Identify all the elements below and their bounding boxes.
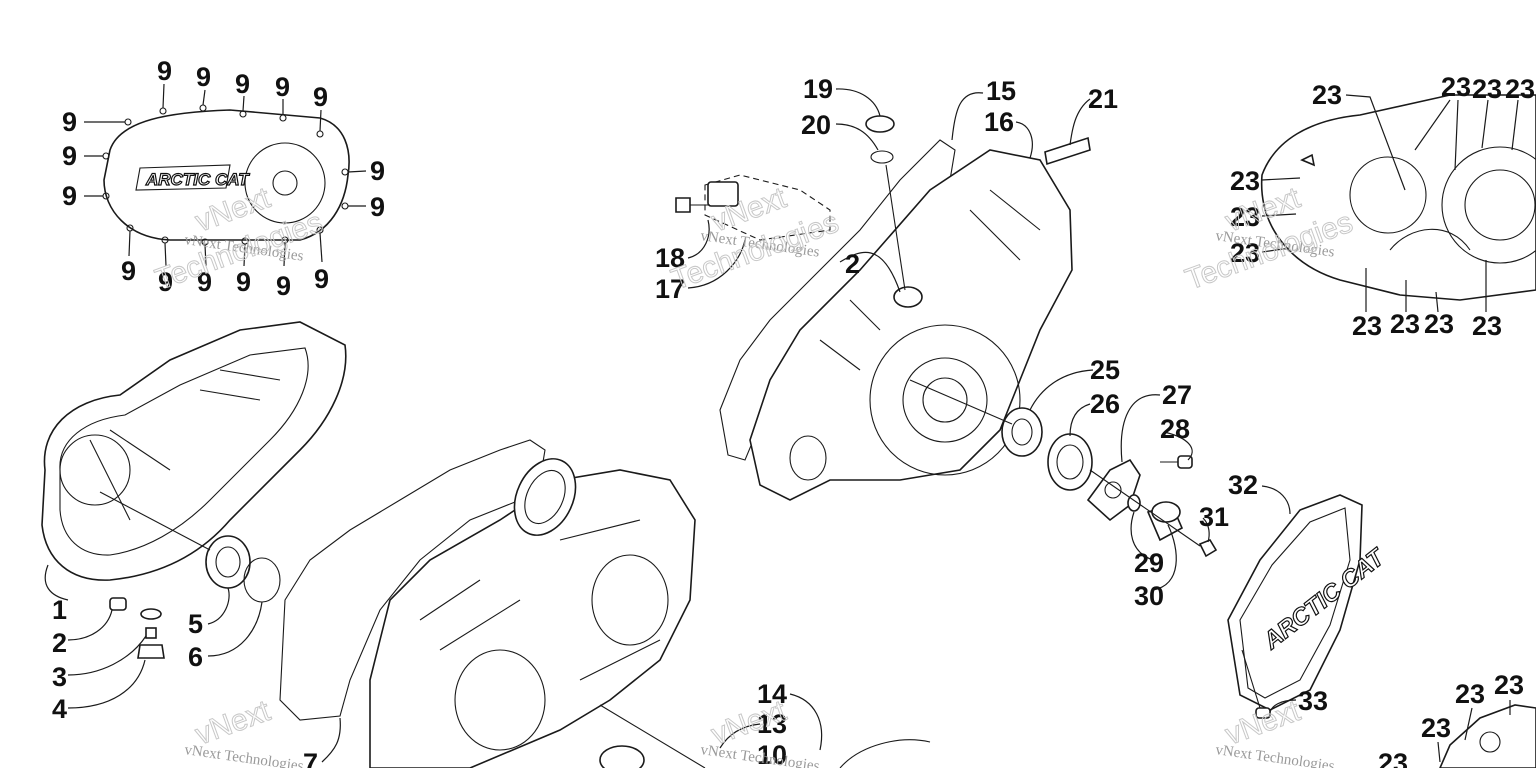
- callout-9: 9: [314, 264, 329, 294]
- callout-33: 33: [1298, 686, 1328, 716]
- callout-23: 23: [1230, 166, 1260, 196]
- leaders-9: [84, 83, 367, 267]
- callout-23: 23: [1421, 713, 1451, 743]
- callout-21: 21: [1088, 84, 1118, 114]
- leaders-23: [1261, 94, 1519, 313]
- callout-23: 23: [1441, 72, 1471, 102]
- bottom-parts: [599, 704, 931, 768]
- callouts-bottom: 14 13 10: [757, 679, 787, 768]
- callout-4: 4: [52, 694, 67, 724]
- callout-5: 5: [188, 609, 203, 639]
- callout-9: 9: [236, 267, 251, 297]
- callouts-23: 23 23 23 23 23 23 23 23 23 23 23: [1230, 72, 1535, 341]
- callout-23: 23: [1378, 748, 1408, 768]
- bearing-5: [205, 535, 251, 589]
- sensor-17-18: [675, 174, 831, 241]
- callout-23: 23: [1230, 202, 1260, 232]
- callout-9: 9: [276, 271, 291, 301]
- callout-9: 9: [62, 107, 77, 137]
- callout-23: 23: [1352, 311, 1382, 341]
- callout-9: 9: [370, 192, 385, 222]
- callout-9: 9: [370, 156, 385, 186]
- callout-23: 23: [1455, 679, 1485, 709]
- callout-26: 26: [1090, 389, 1120, 419]
- callout-14: 14: [757, 679, 787, 709]
- clutch-cover-outer: ARCTIC CAT: [103, 109, 350, 241]
- cover-logo: ARCTIC CAT: [145, 170, 250, 189]
- callout-28: 28: [1160, 414, 1190, 444]
- seal-26: [1047, 433, 1093, 491]
- callout-9: 9: [62, 141, 77, 171]
- callout-29: 29: [1134, 548, 1164, 578]
- callout-18: 18: [655, 243, 685, 273]
- callouts-left: 1 2 3 4 5 6: [52, 595, 203, 724]
- callouts-center: 19 20 15 16 21 18 17 2 25 26 27 28 32 31…: [655, 74, 1328, 716]
- callout-23: 23: [1472, 311, 1502, 341]
- callout-7: 7: [303, 748, 318, 768]
- callout-3: 3: [52, 662, 67, 692]
- callout-9: 9: [121, 256, 136, 286]
- callout-17: 17: [655, 274, 685, 304]
- callout-9: 9: [197, 267, 212, 297]
- callout-19: 19: [803, 74, 833, 104]
- leaders-23-bottom: [1437, 700, 1511, 763]
- callout-32: 32: [1228, 470, 1258, 500]
- leaders-1-6: [44, 564, 263, 709]
- callout-6: 6: [188, 642, 203, 672]
- callout-9: 9: [62, 181, 77, 211]
- nut-31: [1198, 539, 1218, 558]
- crankcase-half: [369, 458, 696, 768]
- callout-23: 23: [1230, 238, 1260, 268]
- callout-23: 23: [1472, 74, 1502, 104]
- callouts-9: 9 9 9 9 9 9 9 9 9 9 9 9 9 9 9 9: [62, 56, 385, 301]
- callout-9: 9: [158, 267, 173, 297]
- watermarks: vNext Technologies vNext Technologies vN…: [151, 181, 1358, 768]
- callout-9: 9: [313, 82, 328, 112]
- callout-1: 1: [52, 595, 67, 625]
- bolt-33: [1241, 649, 1271, 719]
- watermark-large: vNext: [191, 694, 275, 751]
- leader-7: [321, 717, 341, 763]
- callout-31: 31: [1199, 502, 1229, 532]
- callout-9: 9: [275, 72, 290, 102]
- bearing-25: [1001, 407, 1043, 457]
- callout-23: 23: [1312, 80, 1342, 110]
- callout-9: 9: [196, 62, 211, 92]
- callout-20: 20: [801, 110, 831, 140]
- crank-cover-16: [749, 149, 1073, 501]
- leaders-bottom: [719, 693, 823, 751]
- callout-23: 23: [1494, 670, 1524, 700]
- callout-23: 23: [1390, 309, 1420, 339]
- drain-plug-3-4: [137, 608, 165, 659]
- callout-27: 27: [1162, 380, 1192, 410]
- leaders-center: [687, 88, 1297, 713]
- callout-23: 23: [1424, 309, 1454, 339]
- callout-10: 10: [757, 740, 787, 768]
- callout-23: 23: [1505, 74, 1535, 104]
- callout-25: 25: [1090, 355, 1120, 385]
- right-cover: [1260, 94, 1536, 301]
- label-21: [1044, 136, 1091, 166]
- callout-16: 16: [984, 107, 1014, 137]
- callout-15: 15: [986, 76, 1016, 106]
- callout-2: 2: [52, 628, 67, 658]
- inner-clutch-cover: [41, 321, 347, 611]
- axis-lines: [99, 164, 1201, 551]
- bottom-right-cover: [1439, 704, 1536, 768]
- plate-27: [1086, 458, 1141, 522]
- callout-13: 13: [757, 709, 787, 739]
- callout-30: 30: [1134, 581, 1164, 611]
- screw-28: [1160, 455, 1193, 469]
- stator-cover-32: ARCTIC CAT: [1227, 494, 1392, 711]
- snap-ring-6: [243, 557, 281, 603]
- callout-9: 9: [235, 69, 250, 99]
- callout-2: 2: [845, 249, 860, 279]
- callout-9: 9: [157, 56, 172, 86]
- callouts-23-bottom: 23 23 23 23: [1378, 670, 1524, 768]
